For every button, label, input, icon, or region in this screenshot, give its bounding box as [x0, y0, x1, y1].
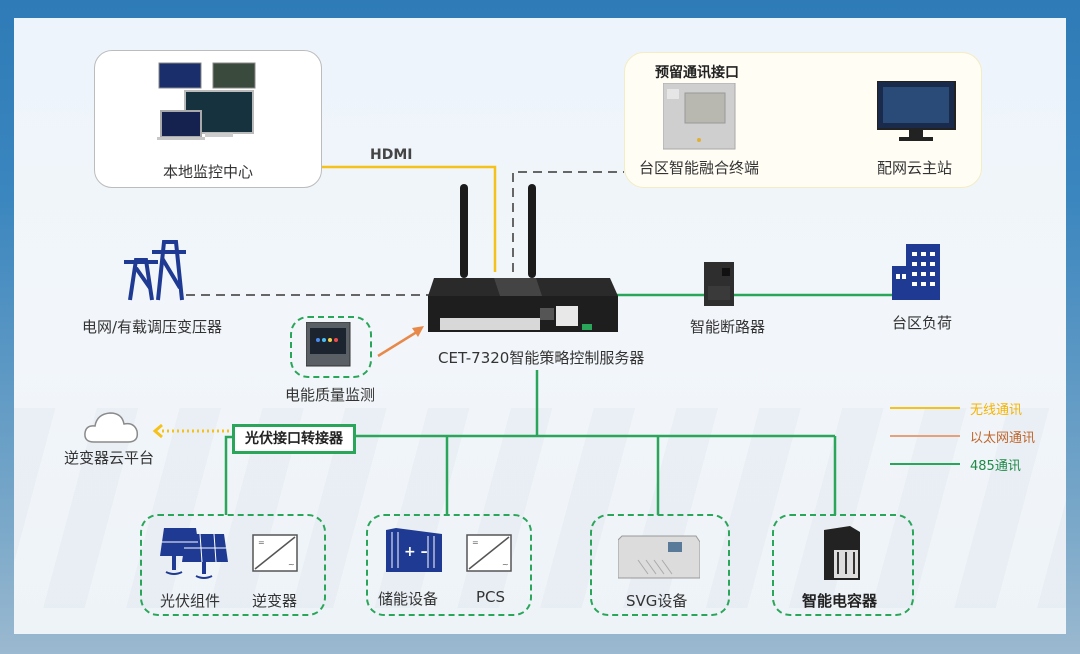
server-label: CET-7320智能策略控制服务器 [438, 349, 645, 367]
legend-ethernet-line [890, 435, 960, 437]
power-quality-ethernet-wire [377, 328, 421, 358]
solar-panel-icon [160, 528, 228, 579]
legend-wireless-label: 无线通讯 [970, 403, 1023, 418]
terminal-label: 台区智能融合终端 [639, 159, 760, 177]
grid-label: 电网/有载调压变压器 [82, 318, 223, 336]
transmission-tower-icon [124, 240, 186, 301]
power-quality-label: 电能质量监测 [285, 386, 376, 404]
load-label: 台区负荷 [892, 314, 953, 332]
power-quality-meter-icon [306, 322, 351, 367]
building-load-icon [892, 244, 940, 300]
pv-converter-label: 光伏接口转接器 [245, 431, 343, 447]
terminal-device-icon [663, 83, 736, 150]
capacitor-label: 智能电容器 [802, 592, 878, 610]
power-quality-box [290, 316, 372, 378]
legend-485-label: 485通讯 [970, 459, 1021, 474]
svg-text:~: ~ [288, 560, 295, 569]
cloud-station-label: 配网云主站 [877, 159, 953, 177]
server-device-icon [428, 184, 618, 332]
cloud-icon [84, 412, 139, 443]
reserved-comm-title: 预留通讯接口 [655, 65, 739, 81]
svg-text:~: ~ [502, 560, 509, 569]
svg-group-box [590, 514, 730, 616]
reserved-comm-card: 预留通讯接口 台区智能融合终端 配网云主站 [624, 52, 982, 188]
pv-drop [224, 435, 232, 515]
inverter-cloud-label: 逆变器云平台 [64, 449, 155, 467]
hdmi-label: HDMI [370, 147, 413, 163]
ethernet-arrowhead [412, 326, 424, 337]
smart-capacitor-icon [824, 526, 860, 580]
inverter-label: 逆变器 [252, 592, 298, 610]
pcs-icon: = ~ [466, 534, 512, 572]
svg-device-icon [618, 535, 700, 579]
pv-module-label: 光伏组件 [160, 592, 221, 610]
breaker-label: 智能断路器 [690, 318, 766, 336]
reserved-comm-dashed-wire [512, 171, 624, 272]
pcs-label: PCS [476, 588, 506, 606]
pv-group-box [140, 514, 326, 616]
svg-text:=: = [258, 538, 265, 547]
smart-breaker-icon [704, 262, 734, 306]
legend-485-line [890, 463, 960, 465]
pv-converter-box: 光伏接口转接器 [232, 424, 356, 454]
monitor-screens-icon [157, 62, 256, 140]
svg-text:+ –: + – [404, 544, 428, 560]
local-monitor-label: 本地监控中心 [162, 163, 253, 181]
inverter-icon: = ~ [252, 534, 298, 572]
storage-label: 储能设备 [378, 590, 439, 608]
capacitor-group-box [772, 514, 914, 616]
storage-group-box [366, 514, 532, 616]
cloud-station-monitor-icon [877, 81, 956, 141]
svg-device-label: SVG设备 [626, 592, 688, 610]
energy-storage-icon: + – [386, 528, 442, 572]
hdmi-wire [320, 165, 497, 272]
svg-text:=: = [472, 538, 479, 547]
legend-wireless-line [890, 407, 960, 409]
local-monitor-card: 本地监控中心 [94, 50, 322, 188]
legend-ethernet-label: 以太网通讯 [970, 431, 1036, 446]
